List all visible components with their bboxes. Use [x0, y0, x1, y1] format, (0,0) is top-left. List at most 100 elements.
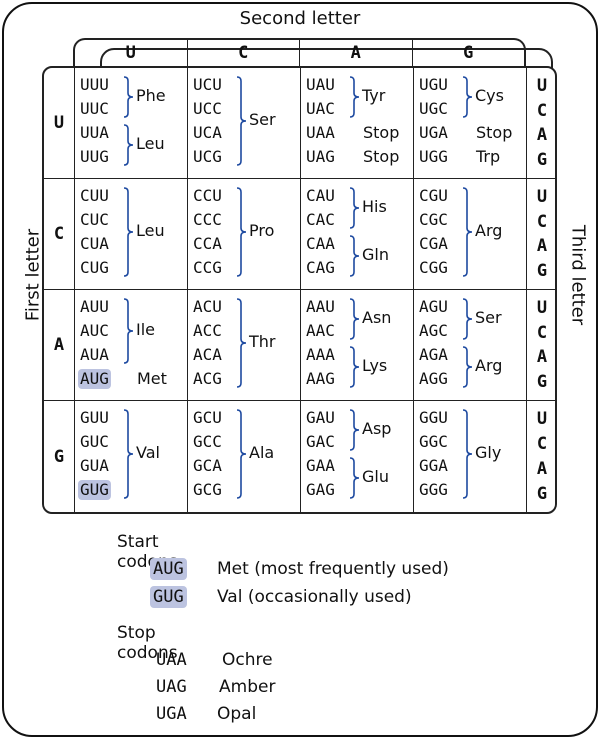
first-letter-g: G [44, 401, 75, 512]
brace-icon [349, 346, 360, 388]
amino-acid-label: Trp [476, 147, 501, 166]
codon: GAA [306, 456, 335, 475]
amino-acid-label: Asn [362, 308, 392, 327]
codon: ACC [193, 321, 222, 340]
codon: AGA [419, 345, 448, 364]
codon: CGA [419, 234, 448, 253]
codon: GUC [80, 432, 109, 451]
brace-icon [236, 298, 247, 388]
stop-codon-code: UGA [156, 704, 187, 724]
brace-icon [349, 187, 360, 229]
codon: CAC [306, 210, 335, 229]
codon: GAC [306, 432, 335, 451]
second-letter-g: G [411, 40, 525, 66]
third-letter-label: Third letter [567, 224, 589, 326]
amino-acid-label: Ser [249, 110, 276, 129]
codon: UGG [419, 147, 448, 166]
third-letter-c: C [536, 211, 548, 232]
brace-icon [123, 298, 134, 364]
codon: CCU [193, 186, 222, 205]
amino-acid-label: Stop [476, 123, 513, 142]
amino-acid-label: Stop [363, 123, 400, 142]
brace-icon [462, 298, 473, 340]
amino-acid-label: Asp [362, 419, 392, 438]
codon: ACA [193, 345, 222, 364]
third-letter-a: A [536, 347, 548, 368]
brace-icon [236, 187, 247, 277]
codon: CUU [80, 186, 109, 205]
stop-codon-code: UAA [156, 650, 187, 670]
codon: UAC [306, 99, 335, 118]
third-letter-u: U [536, 76, 548, 97]
first-letter-c: C [44, 179, 75, 290]
amino-acid-label: Val [136, 443, 160, 462]
stop-codon-name: Ochre [222, 650, 273, 670]
brace-icon [349, 298, 360, 340]
codon: CUC [80, 210, 109, 229]
third-letter-a: A [536, 458, 548, 479]
brace-icon [349, 409, 360, 451]
brace-icon [462, 76, 473, 118]
amino-acid-label: Ser [475, 308, 502, 327]
amino-acid-label: Phe [136, 86, 166, 105]
third-letter-u: U [536, 409, 548, 430]
codon: UAU [306, 75, 335, 94]
amino-acid-label: Leu [136, 134, 165, 153]
codon: UUU [80, 75, 109, 94]
codon: AGU [419, 297, 448, 316]
amino-acid-label: Arg [475, 221, 503, 240]
codon: AAC [306, 321, 335, 340]
codon: UGC [419, 99, 448, 118]
second-letter-u: U [125, 43, 136, 63]
codon: CCA [193, 234, 222, 253]
start-codon-code: AUG [150, 558, 187, 580]
codon: GGA [419, 456, 448, 475]
codon: UUG [80, 147, 109, 166]
codon: UUC [80, 99, 109, 118]
codon: GGG [419, 480, 448, 499]
third-letter-a: A [536, 236, 548, 257]
second-letter-c: C [186, 40, 300, 66]
third-letter-c: C [536, 322, 548, 343]
amino-acid-label: Ala [249, 443, 275, 462]
second-letter-header: U C A G [73, 38, 526, 66]
brace-icon [462, 346, 473, 388]
stop-codon-name: Opal [217, 704, 257, 724]
third-letter-g: G [536, 371, 548, 392]
codon: GCU [193, 408, 222, 427]
start-codon-description: Val (occasionally used) [217, 587, 412, 607]
third-letter-g: G [536, 483, 548, 504]
third-letter-c: C [536, 100, 548, 121]
codon: AAG [306, 369, 335, 388]
codon: UCG [193, 147, 222, 166]
codon: GUG [78, 480, 111, 500]
amino-acid-label: Met [137, 369, 167, 388]
codon: CGG [419, 258, 448, 277]
brace-icon [123, 409, 134, 499]
codon: AUG [78, 369, 111, 389]
stop-codon-name: Amber [219, 677, 276, 697]
codon: AGC [419, 321, 448, 340]
codon: GCG [193, 480, 222, 499]
amino-acid-label: Pro [249, 221, 275, 240]
codon: UAG [306, 147, 335, 166]
codon: CUG [80, 258, 109, 277]
second-letter-label: Second letter [239, 8, 361, 29]
codon: GUA [80, 456, 109, 475]
stop-codons-heading: Stop codons [117, 623, 178, 663]
brace-icon [236, 409, 247, 499]
brace-icon [462, 409, 473, 499]
amino-acid-label: Thr [249, 332, 276, 351]
codon: AUA [80, 345, 109, 364]
